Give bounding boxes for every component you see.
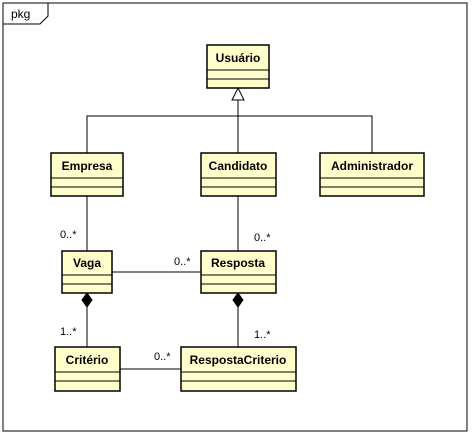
generalization-empresa: [86, 115, 238, 153]
class-criterio[interactable]: Critério: [54, 346, 121, 392]
generalization-administrador: [238, 115, 373, 153]
composition-diamond-vaga: [81, 292, 93, 308]
class-resposta-criterio[interactable]: RespostaCriterio: [180, 346, 297, 392]
class-usuario[interactable]: Usuário: [206, 44, 270, 89]
class-name-empresa: Empresa: [62, 159, 113, 173]
class-name-criterio: Critério: [66, 353, 109, 367]
class-name-resposta-criterio: RespostaCriterio: [190, 353, 287, 367]
class-name-administrador: Administrador: [331, 159, 413, 173]
package-label: pkg: [11, 7, 30, 21]
class-candidato[interactable]: Candidato: [200, 152, 277, 197]
class-empresa[interactable]: Empresa: [50, 152, 124, 197]
class-name-vaga: Vaga: [73, 256, 101, 270]
multiplicity-vaga-criterio: 1..*: [60, 326, 77, 338]
composition-diamond-resposta: [232, 292, 244, 308]
multiplicity-resposta-respostacriterio: 1..*: [254, 329, 271, 341]
class-vaga[interactable]: Vaga: [61, 250, 113, 294]
multiplicity-criterio-respostacriterio: 0..*: [154, 351, 171, 363]
multiplicity-empresa-vaga: 0..*: [60, 229, 77, 241]
generalization-arrowhead: [231, 86, 245, 101]
multiplicity-candidato-resposta: 0..*: [254, 232, 271, 244]
relationships: [86, 100, 373, 370]
multiplicity-vaga-resposta: 0..*: [174, 256, 191, 268]
class-name-usuario: Usuário: [216, 51, 261, 65]
class-administrador[interactable]: Administrador: [319, 152, 425, 197]
class-resposta[interactable]: Resposta: [200, 250, 277, 294]
class-name-candidato: Candidato: [209, 159, 268, 173]
class-name-resposta: Resposta: [211, 256, 265, 270]
